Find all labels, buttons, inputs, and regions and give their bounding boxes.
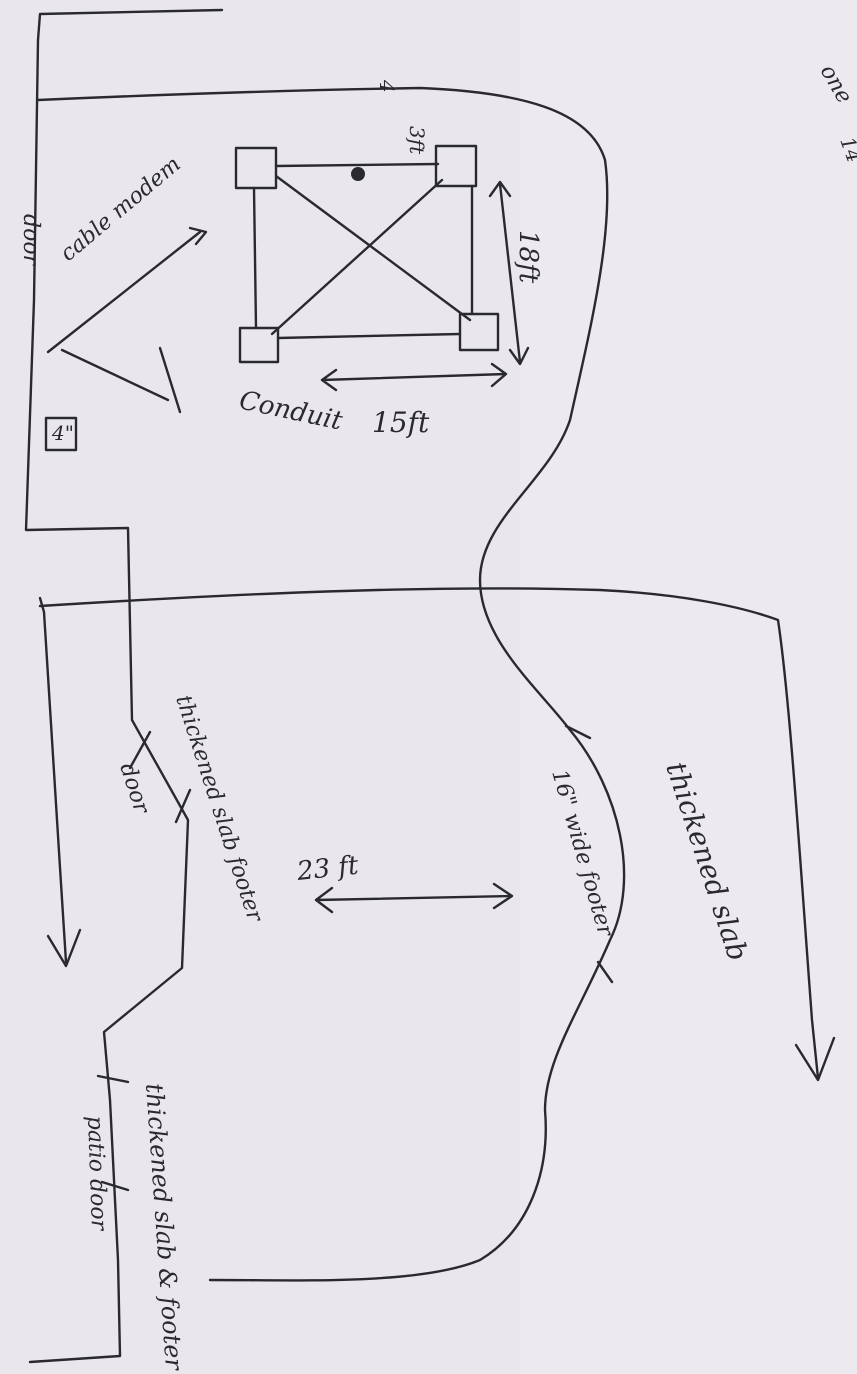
arrowhead-right bbox=[794, 1036, 836, 1082]
corner-box-top-right bbox=[434, 144, 478, 188]
bracket-line-right bbox=[38, 587, 820, 1080]
cable-modem-pointer bbox=[46, 226, 208, 414]
dimension-15ft-arrow bbox=[320, 362, 508, 392]
label-top-small: 4 bbox=[375, 79, 399, 93]
corner-box-bottom-right bbox=[458, 312, 500, 352]
equipment-layout bbox=[234, 144, 500, 364]
corner-box-top-left bbox=[234, 146, 278, 190]
label-corner-small: 3ft bbox=[405, 126, 429, 155]
label-18ft: 18ft bbox=[513, 230, 543, 284]
left-down-arrow bbox=[38, 596, 68, 964]
label-door-left: door bbox=[18, 214, 43, 267]
paper-highlight bbox=[520, 0, 857, 1374]
dimension-23ft-arrow bbox=[314, 882, 514, 914]
dimension-18ft-arrow bbox=[488, 180, 530, 366]
footer-ticks bbox=[96, 724, 614, 1192]
label-patio-door: patio door bbox=[82, 1115, 111, 1232]
label-15ft: 15ft bbox=[372, 406, 430, 439]
grid-marker bbox=[351, 167, 365, 181]
slab-boundary bbox=[36, 86, 626, 1282]
grid-edges bbox=[252, 162, 474, 340]
arrowhead-left bbox=[46, 928, 82, 968]
house-outline bbox=[24, 8, 224, 1364]
corner-box-bottom-left bbox=[238, 326, 280, 364]
label-small-box: 4" bbox=[51, 421, 74, 445]
label-23ft: 23 ft bbox=[295, 851, 361, 887]
small-box bbox=[44, 416, 78, 452]
